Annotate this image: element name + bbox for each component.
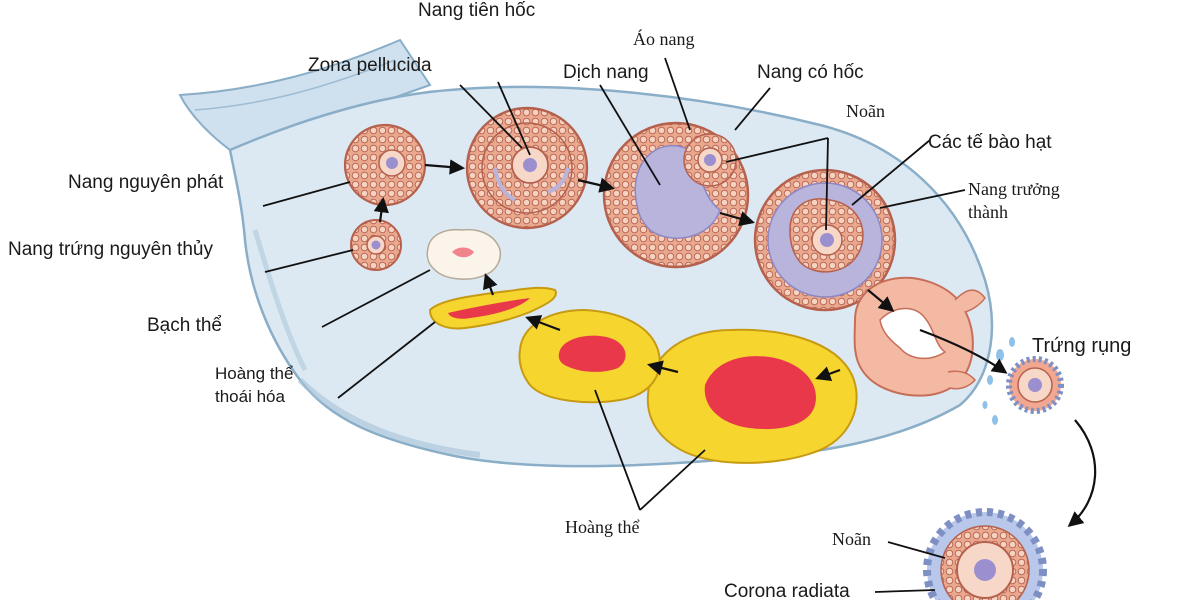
preantral-follicle: [465, 106, 589, 230]
leader-lines: [262, 57, 966, 593]
corona-radiata-ovum: [923, 508, 1047, 605]
primary-follicle: [343, 123, 427, 207]
mature-follicle: [753, 168, 897, 312]
primordial-follicle: [350, 219, 402, 271]
ovulated-ovum: [982, 337, 1064, 425]
label-nang-co-hoc: Nang có hốc: [757, 62, 864, 83]
label-noan-top: Noãn: [846, 101, 885, 121]
label-nang-nguyen-phat: Nang nguyên phát: [68, 172, 224, 193]
label-trung-rung: Trứng rụng: [1032, 335, 1132, 357]
corpus-luteum-large: [646, 328, 858, 464]
corpus-luteum-degenerating: [428, 286, 557, 330]
label-hoang-the-thoai-hoa-line2: thoái hóa: [215, 387, 285, 406]
label-zona-pellucida: Zona pellucida: [308, 55, 432, 76]
label-nang-trung-nguyen-thuy: Nang trứng nguyên thủy: [8, 239, 213, 260]
label-nang-truong-thanh-line2: thành: [968, 202, 1008, 222]
label-nang-truong-thanh-line1: Nang trưởng: [968, 179, 1060, 199]
label-dich-nang: Dịch nang: [563, 62, 649, 83]
label-noan-bottom: Noãn: [832, 529, 871, 549]
antral-follicle: [602, 121, 750, 269]
label-corona-radiata: Corona radiata: [724, 581, 850, 602]
follicle-arrows: [373, 159, 1097, 527]
label-cac-te-bao-hat: Các tế bào hạt: [928, 132, 1052, 153]
corpus-luteum-medium: [518, 308, 661, 404]
label-nang-tien-hoc: Nang tiên hốc: [418, 0, 536, 21]
corpus-albicans: [426, 228, 502, 280]
label-hoang-the-thoai-hoa-line1: Hoàng thể: [215, 364, 294, 383]
label-bach-the: Bạch thể: [147, 315, 222, 336]
label-ao-nang: Áo nang: [633, 29, 695, 49]
label-hoang-the: Hoàng thể: [565, 517, 640, 537]
